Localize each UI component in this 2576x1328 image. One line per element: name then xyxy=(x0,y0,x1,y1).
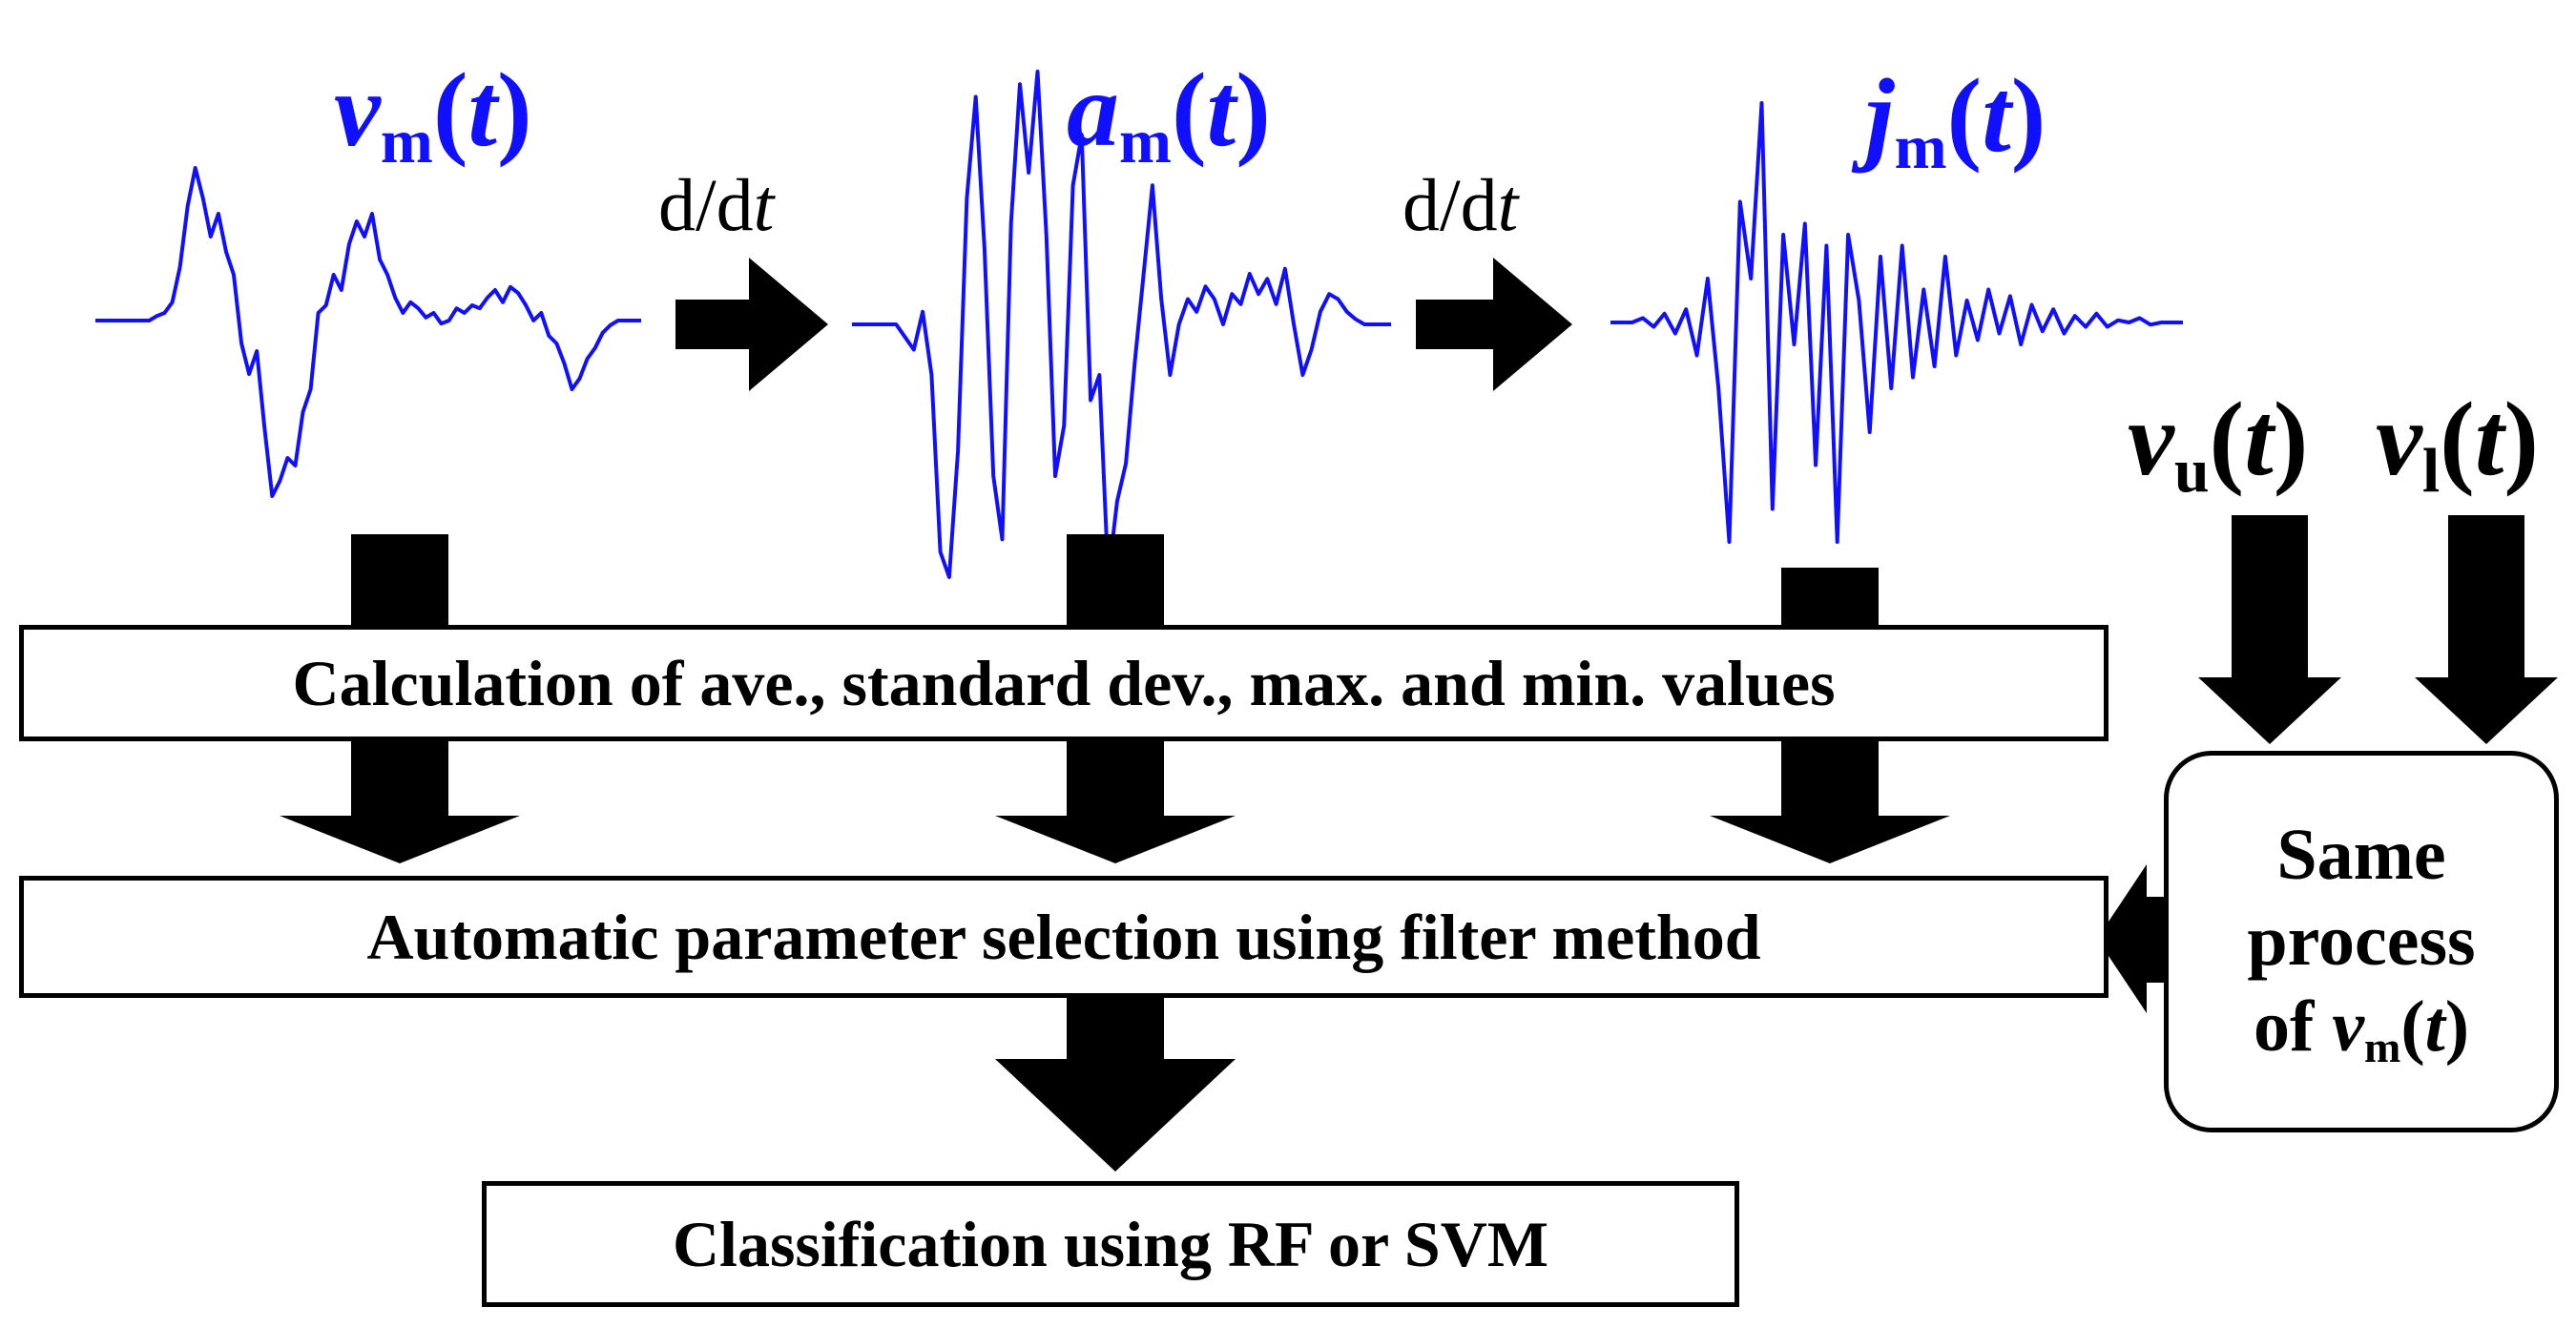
label-vl-var: v xyxy=(2376,381,2422,497)
same-process-line3: of vm(t) xyxy=(2253,986,2470,1071)
calculation-box: Calculation of ave., standard dev., max.… xyxy=(19,625,2109,741)
right-arrow-derivative-2 xyxy=(1416,258,1572,391)
derivative-label-2-var: t xyxy=(1497,163,1519,246)
label-am: am(t) xyxy=(1067,52,1271,176)
classification-box-text: Classification using RF or SVM xyxy=(672,1207,1549,1280)
label-am-sub: m xyxy=(1119,107,1172,176)
same-process-var: v xyxy=(2332,986,2364,1067)
same-process-line3-prefix: of xyxy=(2253,986,2333,1067)
label-vl-sub: l xyxy=(2421,436,2441,506)
label-vu-var: v xyxy=(2128,381,2174,497)
down-arrow-vu xyxy=(2198,515,2341,744)
label-vl-arg: t xyxy=(2474,381,2504,497)
down-arrow-vl xyxy=(2415,515,2558,744)
derivative-label-2: d/dt xyxy=(1402,168,1518,242)
label-vm: vm(t) xyxy=(334,52,532,176)
waveform-vm xyxy=(95,166,641,498)
left-arrow-same-to-select xyxy=(2097,864,2164,1013)
calculation-box-text: Calculation of ave., standard dev., max.… xyxy=(292,646,1836,719)
down-arrow-am-to-calc xyxy=(1067,534,1164,626)
label-vl: vl(t) xyxy=(2376,381,2540,506)
label-jm-arg: t xyxy=(1982,57,2011,174)
down-arrow-calc-to-select-1 xyxy=(280,741,520,863)
classification-box: Classification using RF or SVM xyxy=(482,1181,1739,1307)
down-arrow-select-to-class xyxy=(995,998,1236,1172)
label-am-var: a xyxy=(1067,52,1119,168)
selection-box-text: Automatic parameter selection using filt… xyxy=(366,900,1761,973)
same-process-arg: t xyxy=(2424,986,2445,1067)
label-jm-sub: m xyxy=(1894,113,1947,182)
label-jm: jm(t) xyxy=(1865,57,2046,182)
derivative-label-1: d/dt xyxy=(658,168,774,242)
label-vm-sub: m xyxy=(380,107,433,176)
down-arrow-jm-to-calc xyxy=(1781,568,1879,625)
label-vm-var: v xyxy=(334,52,381,168)
derivative-label-2-d: d/d xyxy=(1402,163,1498,246)
derivative-label-1-d: d/d xyxy=(658,163,754,246)
same-process-box: Same process of vm(t) xyxy=(2164,751,2559,1132)
derivative-label-1-var: t xyxy=(753,163,775,246)
label-vm-arg: t xyxy=(467,52,498,168)
label-vu-arg: t xyxy=(2244,381,2274,497)
same-process-line1: Same xyxy=(2276,815,2446,896)
selection-box: Automatic parameter selection using filt… xyxy=(19,876,2109,998)
same-process-sub: m xyxy=(2363,1022,2401,1071)
label-vu: vu(t) xyxy=(2128,381,2309,506)
label-jm-var: j xyxy=(1865,57,1895,174)
same-process-line2: process xyxy=(2247,901,2476,982)
down-arrow-calc-to-select-2 xyxy=(995,741,1236,863)
label-vu-sub: u xyxy=(2173,436,2210,506)
waveform-jm xyxy=(1610,101,2183,544)
down-arrow-calc-to-select-3 xyxy=(1710,741,1950,863)
right-arrow-derivative-1 xyxy=(675,258,828,391)
waveform-am xyxy=(852,70,1391,579)
down-arrow-vm-to-calc xyxy=(351,534,448,626)
label-am-arg: t xyxy=(1206,52,1236,168)
